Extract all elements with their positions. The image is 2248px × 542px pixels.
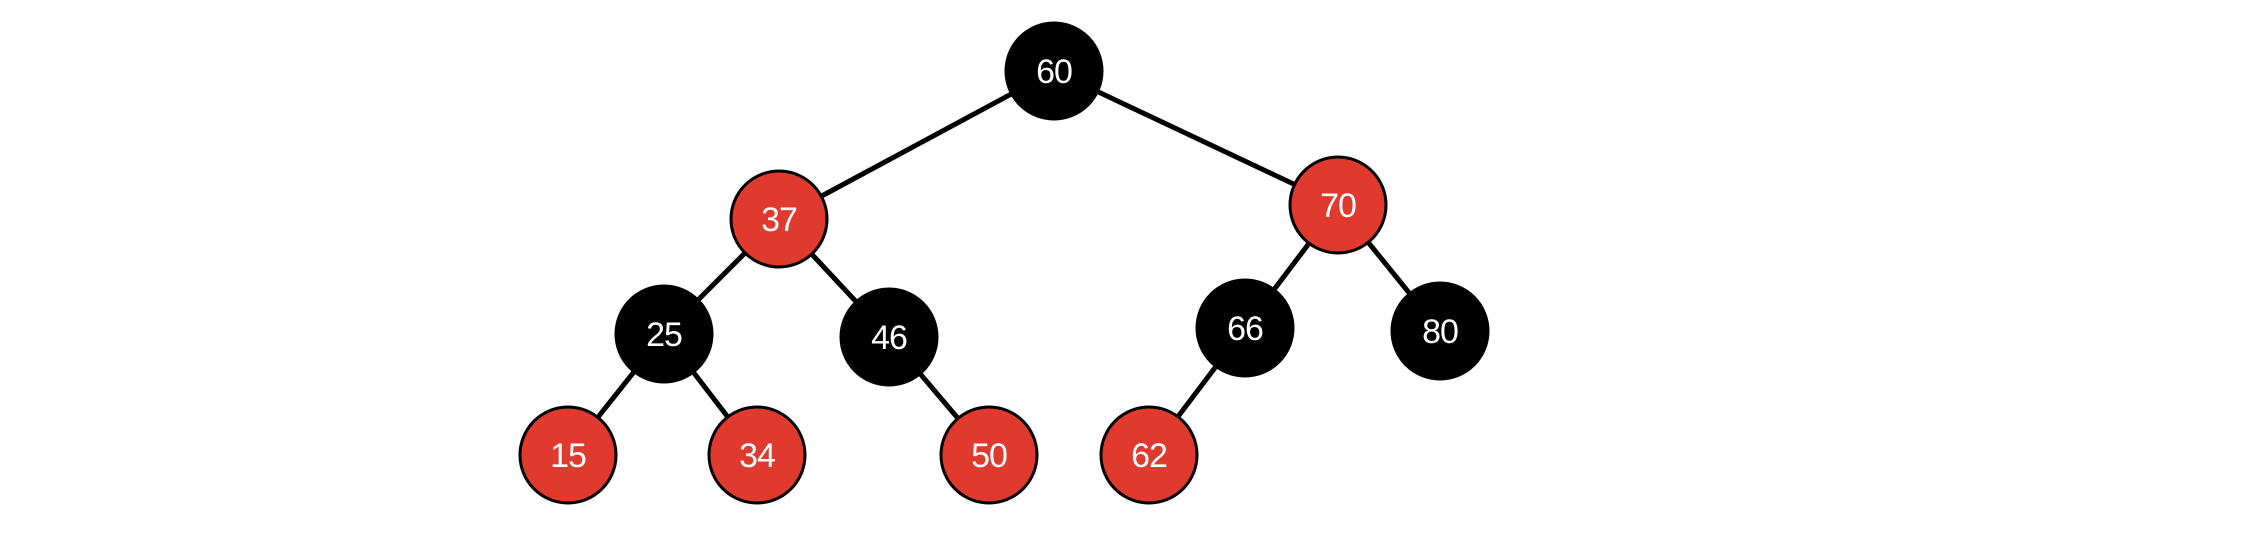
node-circle-15	[518, 405, 618, 505]
node-label-37: 37	[761, 201, 797, 239]
node-circle-80	[1390, 281, 1490, 381]
node-circle-62	[1099, 405, 1199, 505]
tree-node-25: 25	[614, 284, 714, 384]
tree-node-50: 50	[939, 405, 1039, 505]
node-label-15: 15	[550, 437, 586, 475]
node-label-66: 66	[1227, 310, 1263, 348]
node-label-34: 34	[739, 437, 775, 475]
nodes-layer: 60 37 70 25 46 66 80 15 34 50 62	[518, 21, 1490, 505]
node-circle-70	[1288, 155, 1388, 255]
tree-node-37: 37	[729, 169, 829, 269]
node-circle-60	[1004, 21, 1104, 121]
tree-edge-60-37	[777, 68, 1056, 222]
tree-node-34: 34	[707, 405, 807, 505]
tree-node-70: 70	[1288, 155, 1388, 255]
tree-node-46: 46	[839, 287, 939, 387]
node-circle-34	[707, 405, 807, 505]
tree-node-60: 60	[1004, 21, 1104, 121]
node-circle-66	[1195, 278, 1295, 378]
tree-node-66: 66	[1195, 278, 1295, 378]
tree-node-15: 15	[518, 405, 618, 505]
node-label-25: 25	[646, 316, 682, 354]
node-circle-46	[839, 287, 939, 387]
node-label-46: 46	[871, 319, 907, 357]
node-circle-25	[614, 284, 714, 384]
node-label-50: 50	[971, 437, 1007, 475]
tree-edge-60-70	[1052, 68, 1340, 208]
node-circle-37	[729, 169, 829, 269]
node-label-62: 62	[1131, 437, 1167, 475]
tree-node-80: 80	[1390, 281, 1490, 381]
edges-layer	[566, 68, 1442, 457]
node-label-60: 60	[1036, 53, 1072, 91]
tree-node-62: 62	[1099, 405, 1199, 505]
node-label-70: 70	[1320, 187, 1356, 225]
node-circle-50	[939, 405, 1039, 505]
node-label-80: 80	[1422, 313, 1458, 351]
